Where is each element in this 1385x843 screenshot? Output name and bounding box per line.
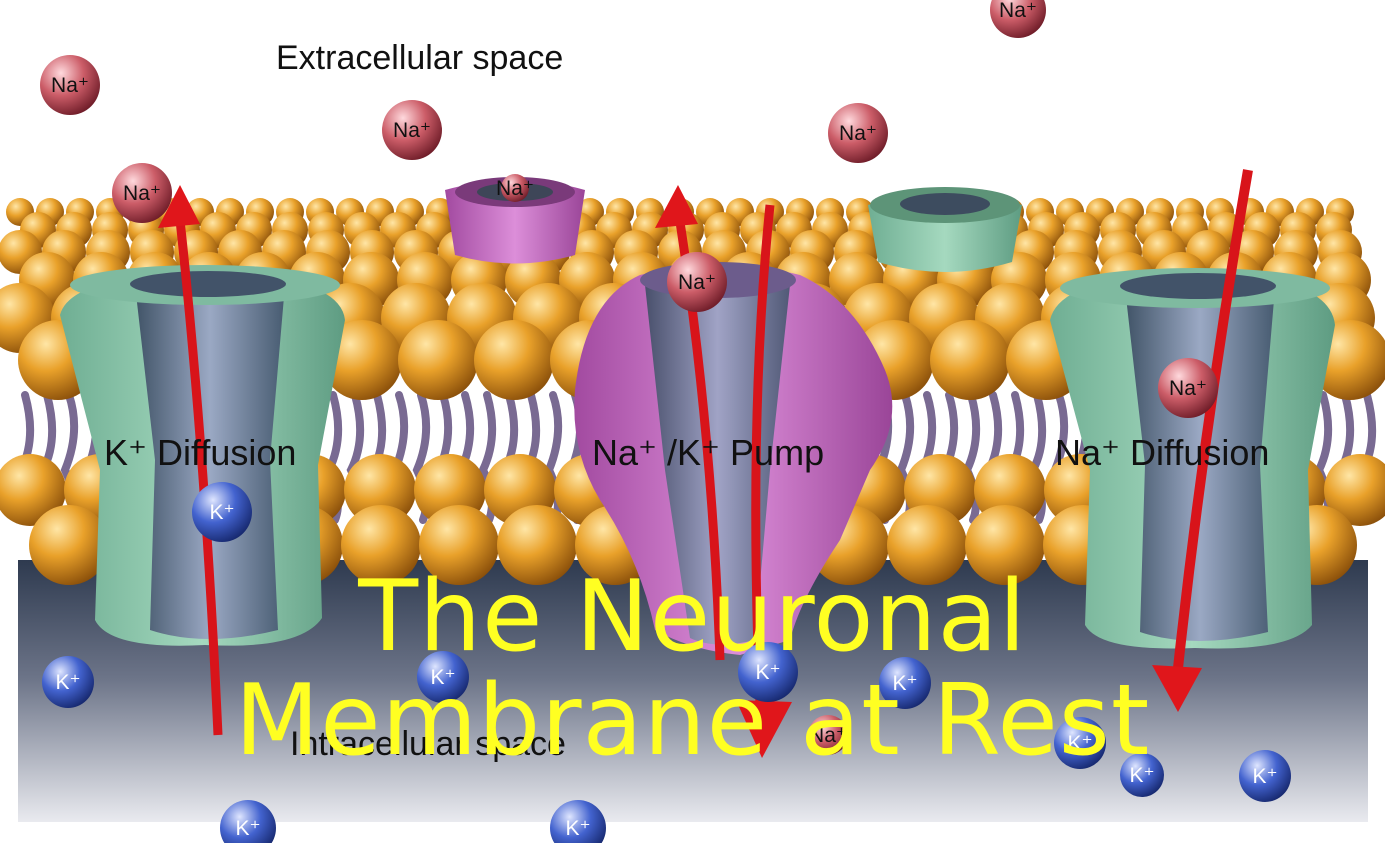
pump-label: Na⁺ /K⁺ Pump — [592, 432, 824, 473]
k-diffusion-label: K⁺ Diffusion — [104, 432, 296, 473]
potassium-ion-label: K⁺ — [1252, 765, 1277, 788]
background-channel — [868, 187, 1022, 272]
potassium-efflux-arrow — [158, 185, 223, 736]
potassium-ion — [192, 482, 252, 542]
na-diffusion-label: Na⁺ Diffusion — [1055, 432, 1269, 473]
potassium-ion-label: K⁺ — [430, 666, 455, 689]
sodium-ion-label: Na⁺ — [839, 122, 877, 145]
potassium-ion — [1120, 753, 1164, 797]
potassium-ion — [879, 657, 931, 709]
extracellular-label: Extracellular space — [276, 39, 563, 77]
sodium-ion-label: Na⁺ — [123, 182, 161, 205]
sodium-ion-label: Na⁺ — [51, 74, 89, 97]
sodium-ion — [112, 163, 172, 223]
intracellular-label: Intracellular space — [290, 725, 566, 763]
sodium-ion — [1158, 358, 1218, 418]
ion-particles: Na⁺ Na⁺ Na⁺ Na⁺ Na⁺ Na⁺ Na⁺ Na⁺ Na⁺ K⁺ K⁺ K⁺ K⁺ K⁺ K⁺ K… — [40, 0, 1291, 843]
sodium-ion-label: Na⁺ — [393, 119, 431, 142]
sodium-ion — [990, 0, 1046, 38]
potassium-ion-label: K⁺ — [755, 661, 780, 684]
sodium-ion-label: Na⁺ — [678, 271, 716, 294]
potassium-ion — [1054, 717, 1106, 769]
sodium-ion — [501, 174, 529, 202]
sodium-ion-label: Na⁺ — [809, 724, 847, 747]
potassium-ion — [1239, 750, 1291, 802]
potassium-ion-label: K⁺ — [209, 501, 234, 524]
potassium-ion — [42, 656, 94, 708]
sodium-ion-label: Na⁺ — [496, 177, 534, 200]
potassium-ion-label: K⁺ — [1067, 732, 1092, 755]
sodium-influx-arrow — [1152, 169, 1253, 712]
sodium-ion — [808, 715, 848, 755]
potassium-ion — [738, 642, 798, 702]
potassium-ion — [220, 800, 276, 843]
sodium-ion — [828, 103, 888, 163]
potassium-ion-label: K⁺ — [892, 672, 917, 695]
sodium-ion — [667, 252, 727, 312]
sodium-ion-label: Na⁺ — [1169, 377, 1207, 400]
sodium-ion-label: Na⁺ — [999, 0, 1037, 22]
potassium-ion-label: K⁺ — [235, 817, 260, 840]
sodium-ion — [40, 55, 100, 115]
potassium-ion-label: K⁺ — [1129, 764, 1154, 787]
pump-potassium-in-arrow — [736, 204, 792, 758]
potassium-ion-label: K⁺ — [565, 817, 590, 840]
potassium-ion — [417, 651, 469, 703]
potassium-ion — [550, 800, 606, 843]
potassium-ion-label: K⁺ — [55, 671, 80, 694]
sodium-ion — [382, 100, 442, 160]
